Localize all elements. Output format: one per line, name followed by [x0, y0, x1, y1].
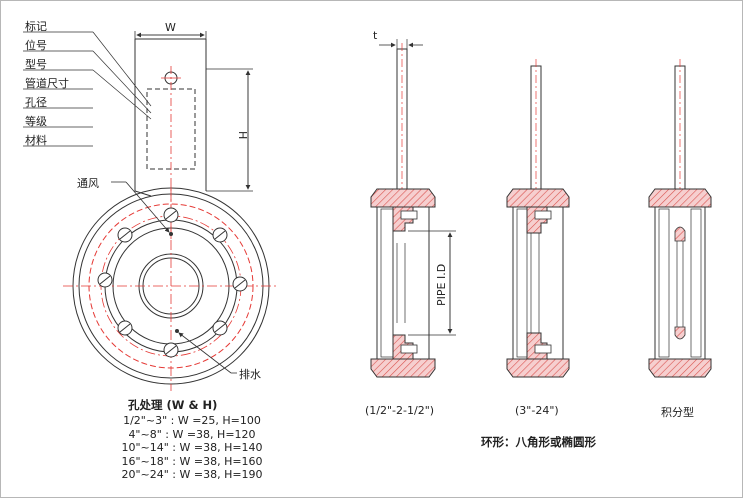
section-view-small [370, 39, 456, 378]
hole-table: 1/2"~3" : W =25, H=100 4"~8" : W =38, H=… [87, 414, 297, 482]
caption-section-small: (1/2"-2-1/2") [365, 404, 435, 417]
hole-table-row: 4"~8" : W =38, H=120 [128, 427, 256, 441]
vent-label: 通风 [77, 177, 99, 190]
section-view-integral [648, 59, 712, 378]
hole-table-row: 16"~18" : W =38, H=160 [121, 454, 263, 468]
label-bore: 孔径 [25, 96, 47, 109]
vent-drain-holes [169, 232, 179, 333]
hole-table-row: 1/2"~3" : W =25, H=100 [123, 414, 261, 427]
label-rating: 等级 [25, 115, 47, 128]
ring-shape-note: 环形：八角形或椭圆形 [481, 435, 596, 449]
vent-leader [111, 181, 170, 233]
bolt-holes [97, 207, 248, 358]
label-pipe-size: 管道尺寸 [25, 77, 69, 90]
h-dimension [206, 68, 253, 192]
label-tag: 标记 [25, 20, 47, 33]
label-leaders [23, 31, 152, 147]
label-material: 材料 [25, 134, 47, 147]
t-label: t [373, 29, 378, 42]
drain-leader [178, 332, 237, 374]
pipe-id-label: PIPE I.D [435, 264, 448, 306]
w-label: W [165, 21, 176, 34]
label-position: 位号 [25, 39, 47, 52]
caption-section-integral: 积分型 [661, 406, 694, 419]
hole-table-row: 20"~24" : W =38, H=190 [121, 468, 263, 482]
label-model: 型号 [25, 58, 47, 71]
h-label: H [236, 131, 249, 139]
section-view-medium [506, 59, 570, 378]
drain-label: 排水 [239, 367, 261, 381]
handle-tab [134, 38, 207, 241]
hole-table-row: 10"~14" : W =38, H=140 [121, 441, 263, 455]
w-dimension [134, 31, 207, 39]
caption-section-medium: (3"-24") [515, 404, 559, 417]
hole-table-title: 孔处理 (W & H) [128, 398, 218, 412]
